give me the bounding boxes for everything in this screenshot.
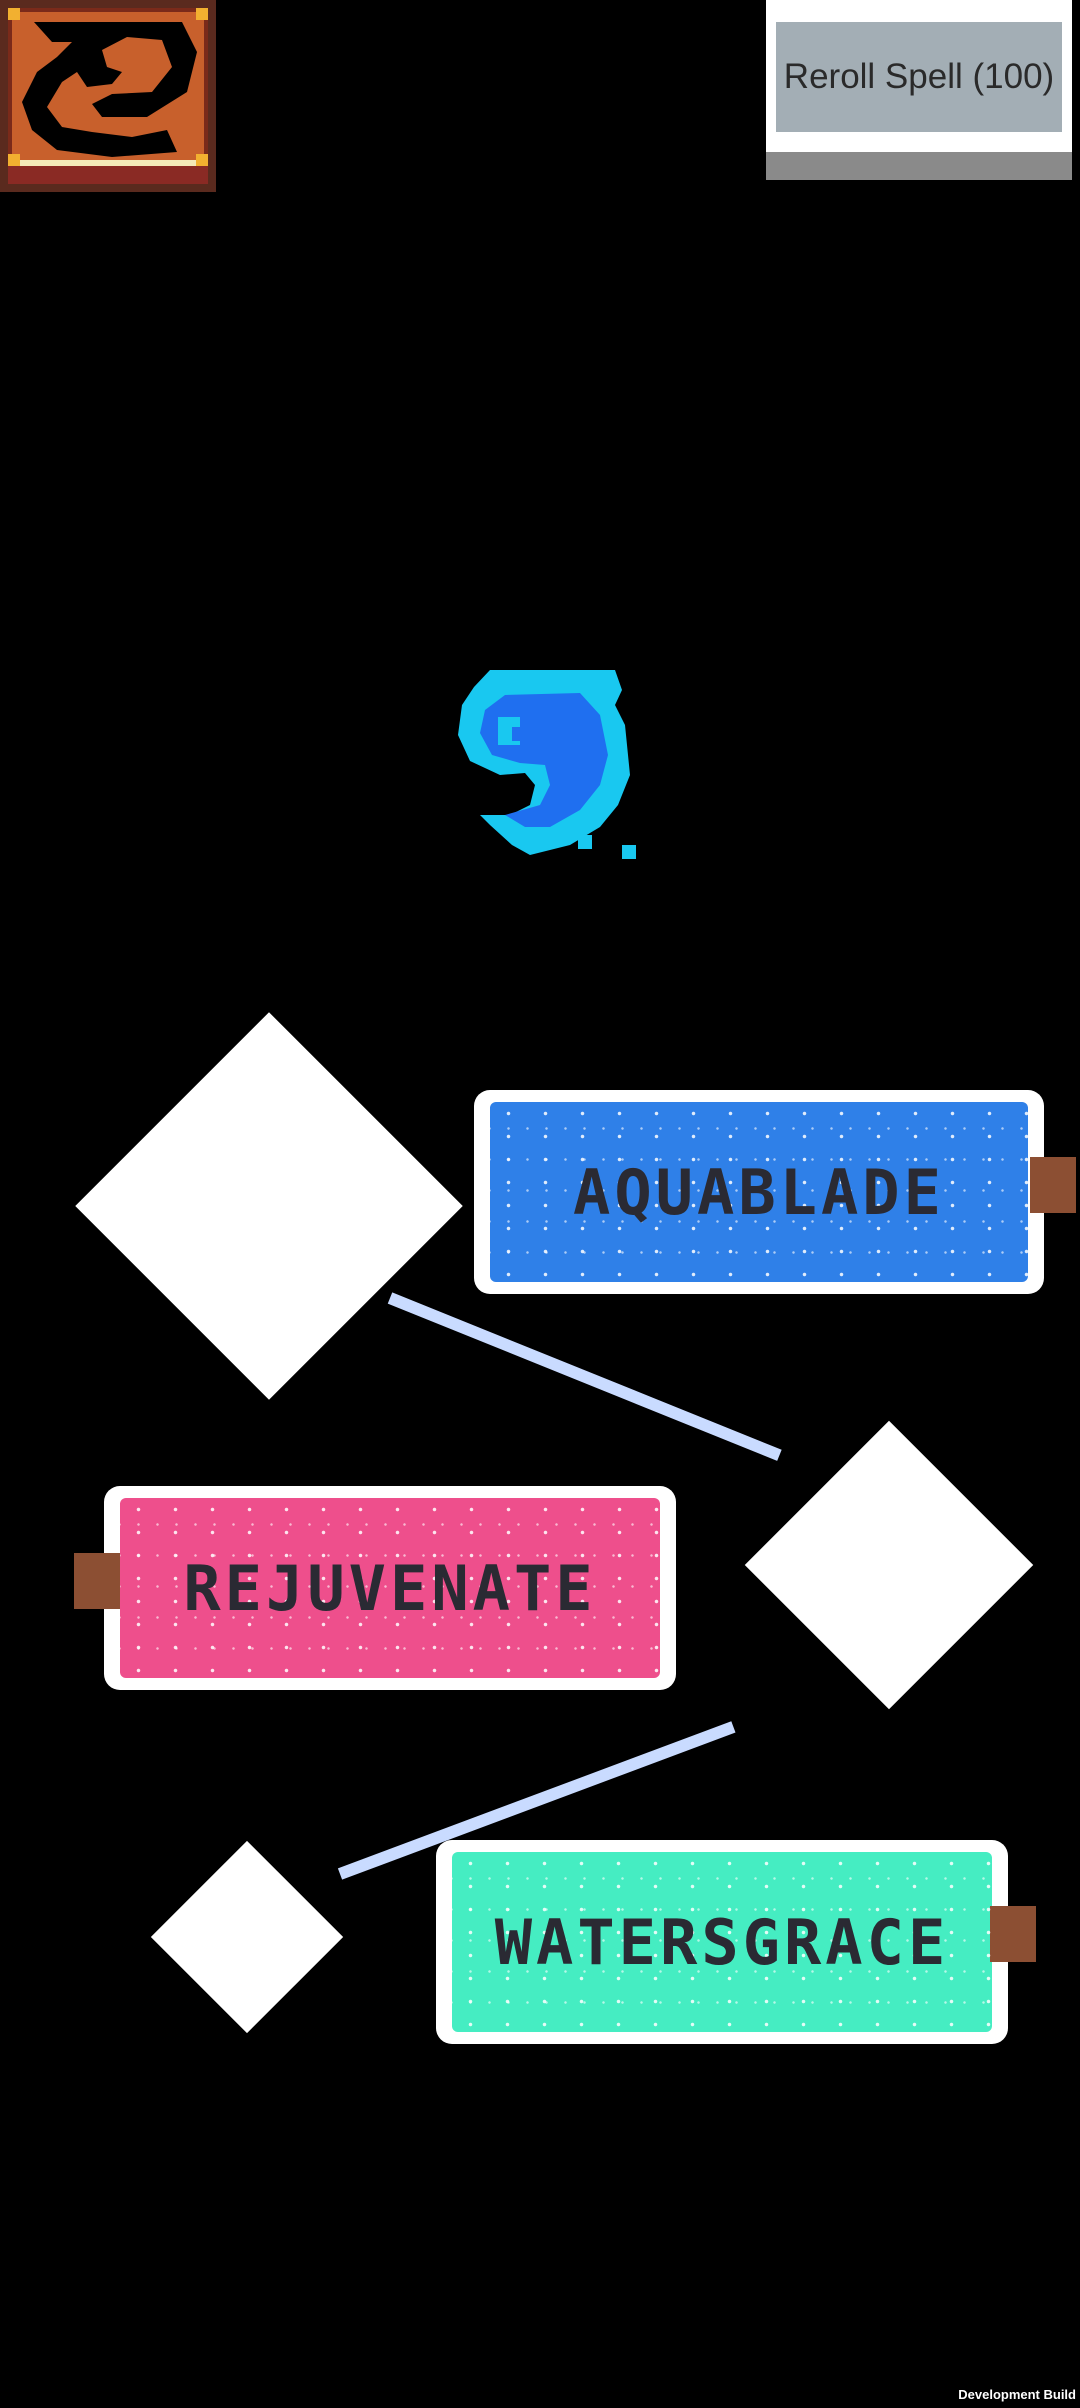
banner-texture <box>120 1498 660 1678</box>
development-build-label: Development Build <box>958 2387 1076 2402</box>
bottle-cork-icon <box>990 1906 1036 1962</box>
water-drop-icon <box>458 670 636 859</box>
bottle-cork-icon <box>1030 1157 1076 1213</box>
spell-banner-watersgrace[interactable]: WATERSGRACE <box>436 1840 1008 2044</box>
reroll-button-frame: Reroll Spell (100) <box>766 0 1072 152</box>
skill-node-large[interactable] <box>75 1012 463 1400</box>
spell-name-label: REJUVENATE <box>183 1551 597 1625</box>
banner-texture <box>490 1102 1028 1282</box>
reroll-spell-button[interactable]: Reroll Spell (100) <box>766 0 1072 180</box>
spell-banner-aquablade[interactable]: AQUABLADE <box>474 1090 1044 1294</box>
book-spine <box>8 166 208 184</box>
book-corner <box>196 8 208 20</box>
book-corner <box>196 154 208 166</box>
banner-fill: AQUABLADE <box>490 1102 1028 1282</box>
banner-fill: WATERSGRACE <box>452 1852 992 2032</box>
spellbook-icon[interactable] <box>0 0 216 192</box>
rune-shape <box>22 22 197 157</box>
book-corner <box>8 8 20 20</box>
spell-name-label: WATERSGRACE <box>494 1905 950 1979</box>
skill-node-medium[interactable] <box>744 1420 1034 1710</box>
book-corner <box>8 154 20 166</box>
book-pages <box>10 160 206 166</box>
spell-name-label: AQUABLADE <box>573 1155 945 1229</box>
skill-node-small[interactable] <box>150 1840 344 2034</box>
banner-texture <box>452 1852 992 2032</box>
node-connector <box>387 1292 782 1461</box>
spell-banner-rejuvenate[interactable]: REJUVENATE <box>104 1486 676 1690</box>
book-cover <box>8 8 208 166</box>
banner-fill: REJUVENATE <box>120 1498 660 1678</box>
bottle-cork-icon <box>74 1553 120 1609</box>
reroll-button-label: Reroll Spell (100) <box>776 22 1062 132</box>
